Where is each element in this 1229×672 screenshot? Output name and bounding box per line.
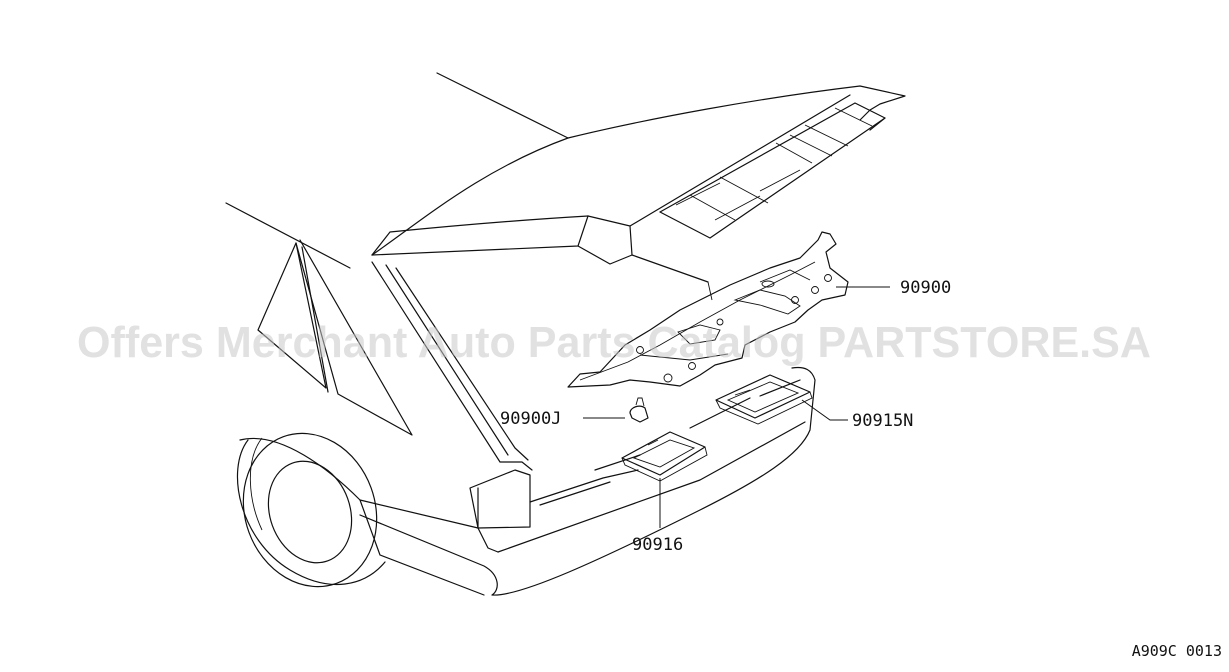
car-body-lower — [239, 366, 816, 596]
leader-lines — [583, 286, 890, 528]
clip-90900j — [629, 397, 649, 423]
car-roof-lines — [225, 72, 569, 269]
quarter-window — [257, 239, 413, 436]
watermark-text: Offers Merchant Auto Parts Catalog PARTS… — [77, 318, 1151, 367]
diagram-code: A909C 0013 — [1132, 642, 1222, 660]
finisher-90915n — [715, 374, 813, 425]
label-90900: 90900 — [900, 278, 951, 298]
label-90900j: 90900J — [500, 409, 561, 429]
rear-wheel — [236, 432, 386, 588]
back-door-trim-panel-90900 — [567, 231, 849, 388]
label-90916: 90916 — [632, 535, 683, 555]
open-back-door — [371, 85, 906, 471]
label-90915n: 90915N — [852, 411, 913, 431]
